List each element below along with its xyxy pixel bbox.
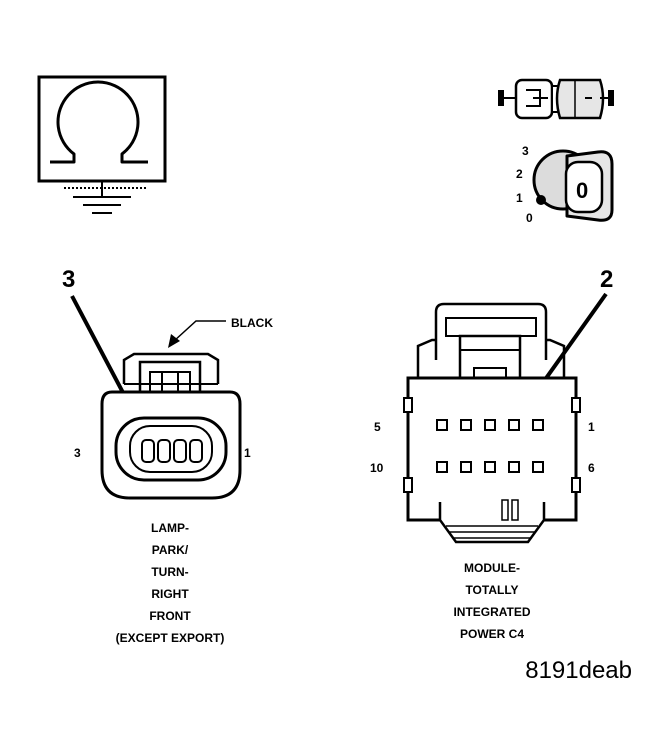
left-connector: 3 BLACK 3 1 LAMP- PARK/ TURN- RIGHT FRON…	[62, 266, 273, 645]
key-position-3: 3	[522, 144, 529, 158]
left-caption-line-3: TURN-	[151, 565, 188, 579]
left-caption-line-2: PARK/	[152, 543, 189, 557]
left-caption-line-6: (EXCEPT EXPORT)	[116, 631, 225, 645]
right-connector: 2 5 1 10	[370, 266, 613, 641]
key-position-1: 1	[516, 191, 523, 205]
left-caption-line-4: RIGHT	[151, 587, 189, 601]
left-caption-line-1: LAMP-	[151, 521, 189, 535]
right-pin-10-label: 10	[370, 461, 384, 475]
figure-code: 8191deab	[525, 657, 632, 684]
right-callout-number: 2	[600, 266, 613, 293]
key-face-letter: 0	[576, 178, 588, 203]
right-caption-line-1: MODULE-	[464, 561, 520, 575]
ignition-key-icon: 3 2 1 0 0	[516, 144, 614, 225]
left-pin-1-label: 1	[244, 446, 251, 460]
right-pin-6-label: 6	[588, 461, 595, 475]
right-caption-line-3: INTEGRATED	[453, 605, 530, 619]
connector-plug-icon	[498, 78, 614, 120]
right-pin-1-label: 1	[588, 420, 595, 434]
right-caption-line-4: POWER C4	[460, 627, 524, 641]
key-position-2: 2	[516, 167, 523, 181]
right-pin-5-label: 5	[374, 420, 381, 434]
left-callout-number: 3	[62, 266, 75, 293]
left-pin-3-label: 3	[74, 446, 81, 460]
right-caption-line-2: TOTALLY	[465, 583, 518, 597]
ground-symbol	[37, 75, 167, 214]
left-caption-line-5: FRONT	[149, 609, 191, 623]
left-color-label: BLACK	[231, 316, 273, 330]
key-position-0: 0	[526, 211, 533, 225]
